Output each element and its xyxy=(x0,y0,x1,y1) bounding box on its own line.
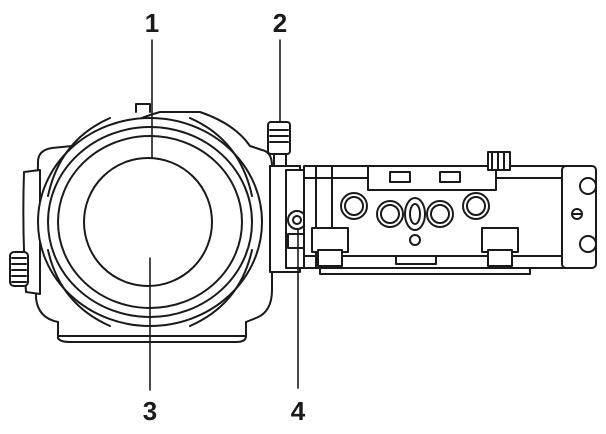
mount-bracket xyxy=(269,165,309,273)
grip-dial xyxy=(9,251,29,287)
rail-assembly xyxy=(303,151,573,275)
callout-3: 3 xyxy=(143,396,157,426)
mount-knob xyxy=(267,121,291,169)
callout-1: 1 xyxy=(145,8,159,38)
front-lens xyxy=(83,157,213,287)
callout-4: 4 xyxy=(291,396,306,426)
leader-lines xyxy=(149,39,299,391)
rail-end-block xyxy=(561,165,597,269)
callout-2: 2 xyxy=(273,8,287,38)
